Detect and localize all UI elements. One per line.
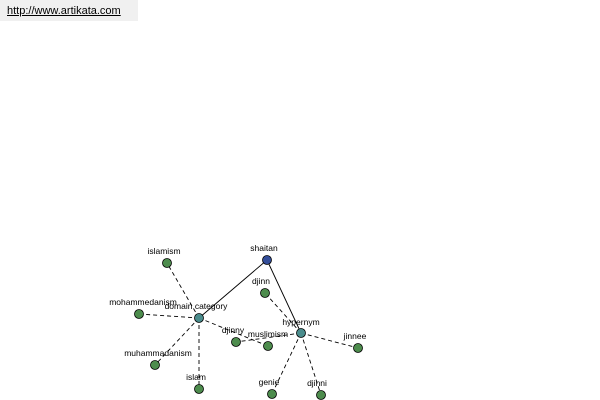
edge-domain-islamism — [166, 262, 200, 319]
edge-domain-muhammadanism — [154, 317, 200, 366]
nodes-layer — [134, 255, 363, 400]
node-label-djinn: djinn — [252, 276, 270, 286]
edge-shaitan-domain — [198, 259, 268, 319]
node-label-mohammedanism: mohammedanism — [109, 297, 177, 307]
node-label-muhammadanism: muhammadanism — [124, 348, 192, 358]
node-label-islam: islam — [186, 372, 206, 382]
node-label-muslimism: muslimism — [248, 329, 288, 339]
site-url-link[interactable]: http://www.artikata.com — [7, 5, 121, 17]
edge-hypernym-djinny — [235, 332, 302, 343]
node-mohammedanism[interactable] — [134, 309, 144, 319]
url-bar: http://www.artikata.com — [0, 0, 138, 21]
node-islam[interactable] — [194, 384, 204, 394]
node-djinny[interactable] — [231, 337, 241, 347]
node-label-jinnee: jinnee — [343, 331, 367, 341]
edges-layer — [138, 259, 359, 396]
node-islamism[interactable] — [162, 258, 172, 268]
node-label-hypernym: hypernym — [282, 317, 319, 327]
labels-layer: shaitan domain category hypernym islamism mo… — [109, 243, 366, 388]
node-jinnee[interactable] — [353, 343, 363, 353]
node-label-domain: domain category — [165, 301, 229, 311]
edge-shaitan-hypernym — [266, 259, 302, 334]
node-muhammadanism[interactable] — [150, 360, 160, 370]
edge-domain-mohammedanism — [138, 313, 200, 319]
node-label-genie: genie — [259, 377, 280, 387]
node-label-islamism: islamism — [147, 246, 180, 256]
node-label-djinny: djinny — [222, 325, 245, 335]
node-hypernym[interactable] — [296, 328, 306, 338]
node-djinni[interactable] — [316, 390, 326, 400]
node-genie[interactable] — [267, 389, 277, 399]
node-domain[interactable] — [194, 313, 204, 323]
node-shaitan[interactable] — [262, 255, 272, 265]
edge-domain-muslimism — [198, 317, 269, 347]
node-djinn[interactable] — [260, 288, 270, 298]
edge-hypernym-genie — [271, 332, 302, 395]
edge-hypernym-djinn — [264, 292, 302, 334]
edge-hypernym-djinni — [300, 332, 322, 396]
node-label-shaitan: shaitan — [250, 243, 278, 253]
edge-hypernym-jinnee — [300, 332, 359, 349]
node-label-djinni: djinni — [307, 378, 327, 388]
node-muslimism[interactable] — [263, 341, 273, 351]
